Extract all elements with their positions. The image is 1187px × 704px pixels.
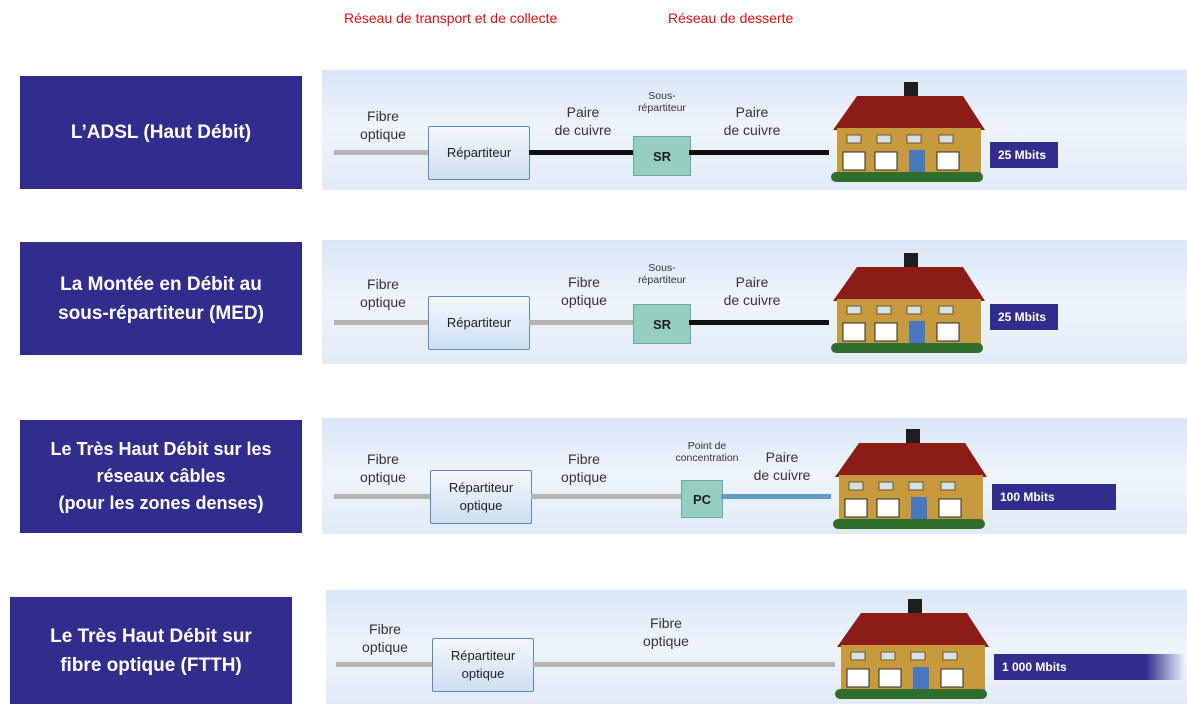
label-fibre-mid: Fibre optique (561, 451, 607, 485)
diagram-panel-ftth: Fibre optique Répartiteur optique Fibre … (326, 590, 1187, 704)
sr-box: SR (633, 304, 691, 344)
copper-line-last (689, 320, 829, 325)
copper-line (529, 150, 633, 155)
label-fibre-mid: Fibre optique (561, 274, 607, 308)
label-point-concentration: Point de concentration (675, 440, 739, 464)
label-fibre-optique: Fibre optique (360, 108, 406, 142)
speed-badge: 1 000 Mbits (994, 654, 1184, 680)
label-paire-cuivre-last: Paire de cuivre (723, 274, 781, 308)
house-icon (831, 253, 985, 353)
diagram-panel-adsl: Fibre optique Répartiteur Paire de cuivr… (322, 70, 1187, 190)
diagram-panel-med: Fibre optique Répartiteur Fibre optique … (322, 240, 1187, 364)
fibre-line (334, 494, 430, 499)
label-paire-cuivre-last: Paire de cuivre (753, 449, 811, 483)
repartiteur-box: Répartiteur optique (430, 470, 532, 524)
pc-box: PC (681, 480, 723, 518)
header-desserte: Réseau de desserte (668, 10, 794, 26)
header-transport: Réseau de transport et de collecte (344, 10, 558, 26)
fibre-line-long (533, 662, 835, 667)
row-title-adsl: L’ADSL (Haut Débit) (20, 76, 302, 189)
house-icon (833, 429, 987, 529)
label-fibre-optique: Fibre optique (362, 621, 408, 655)
label-sous-repartiteur: Sous- répartiteur (638, 90, 686, 114)
label-sous-repartiteur: Sous- répartiteur (638, 262, 686, 286)
row-title-med: La Montée en Débit au sous-répartiteur (… (20, 242, 302, 355)
label-fibre-optique: Fibre optique (360, 451, 406, 485)
speed-badge: 25 Mbits (990, 142, 1058, 168)
diagram-panel-cable: Fibre optique Répartiteur optique Fibre … (322, 418, 1187, 534)
fibre-line (334, 320, 430, 325)
house-icon (835, 599, 989, 699)
copper-line-last (689, 150, 829, 155)
speed-badge: 25 Mbits (990, 304, 1058, 330)
speed-badge: 100 Mbits (992, 484, 1116, 510)
fibre-line-mid (529, 320, 633, 325)
label-paire-cuivre: Paire de cuivre (554, 104, 612, 138)
label-fibre-mid: Fibre optique (643, 615, 689, 649)
label-paire-cuivre-last: Paire de cuivre (723, 104, 781, 138)
row-title-cable: Le Très Haut Débit sur les réseaux câble… (20, 420, 302, 533)
row-title-ftth: Le Très Haut Débit sur fibre optique (FT… (10, 597, 292, 704)
fibre-line-mid (531, 494, 681, 499)
repartiteur-box: Répartiteur (428, 296, 530, 350)
fibre-line (336, 662, 432, 667)
house-icon (831, 82, 985, 182)
repartiteur-box: Répartiteur optique (432, 638, 534, 692)
repartiteur-box: Répartiteur (428, 126, 530, 180)
fibre-line (334, 150, 430, 155)
label-fibre-optique: Fibre optique (360, 276, 406, 310)
sr-box: SR (633, 136, 691, 176)
coax-line (721, 494, 831, 499)
